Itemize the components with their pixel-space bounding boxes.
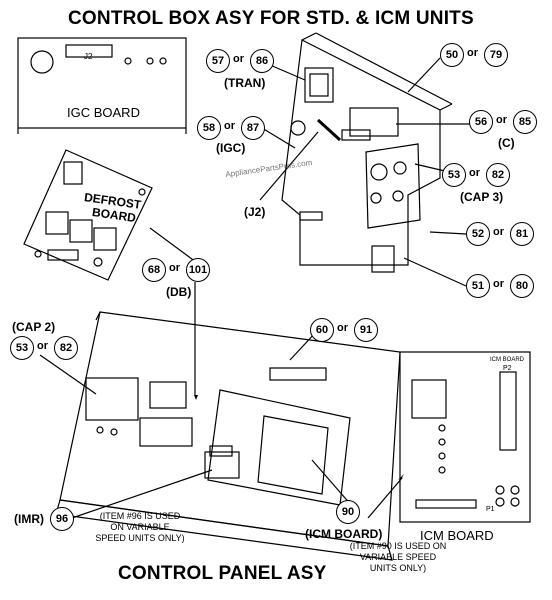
callout-56: 56 (469, 110, 493, 134)
callout-82-cap2: 82 (54, 336, 78, 360)
defrost-board-mounted (139, 417, 193, 447)
icm-board-detail (399, 351, 531, 523)
callout-51: 51 (466, 274, 490, 298)
control-box-panel (281, 39, 441, 266)
callout-90: 90 (336, 500, 360, 524)
defrost-board-outline (23, 149, 153, 281)
j2-connector (316, 118, 342, 142)
igc-standoff (290, 120, 306, 136)
icm-board-p1: P1 (486, 506, 495, 513)
callout-label-igc: (IGC) (216, 141, 246, 155)
callout-101: 101 (186, 258, 210, 282)
panel-slot (269, 367, 327, 381)
callout-label-db: (DB) (166, 285, 192, 299)
callout-label-cap2: (CAP 2) (12, 320, 56, 334)
capacitor-bracket (365, 143, 421, 229)
callout-82: 82 (486, 163, 510, 187)
imr-note-3: SPEED UNITS ONLY) (95, 533, 185, 543)
callout-label-tran: (TRAN) (224, 76, 266, 90)
callout-label-cap3: (CAP 3) (460, 190, 504, 204)
callout-label-c: (C) (498, 136, 515, 150)
capacitor-2 (85, 377, 139, 421)
callout-68: 68 (142, 258, 166, 282)
callout-or: or (493, 278, 504, 290)
callout-80: 80 (510, 274, 534, 298)
imr-label: (IMR) (14, 512, 44, 526)
igc-component (30, 50, 54, 74)
icm-board-mounted (207, 389, 351, 506)
callout-96: 96 (50, 507, 74, 531)
callout-58: 58 (197, 116, 221, 140)
callout-86: 86 (250, 49, 274, 73)
callout-52: 52 (466, 222, 490, 246)
igc-connector (65, 44, 113, 58)
callout-or: or (469, 167, 480, 179)
callout-87: 87 (241, 116, 265, 140)
callout-or: or (37, 340, 48, 352)
callout-or: or (169, 262, 180, 274)
icm-note-2: VARIABLE SPEED (359, 552, 437, 562)
callout-or: or (467, 47, 478, 59)
callout-or: or (224, 120, 235, 132)
callout-79: 79 (484, 43, 508, 67)
callout-53-cap2: 53 (10, 336, 34, 360)
callout-53: 53 (442, 163, 466, 187)
panel-component (149, 381, 187, 409)
j2-label: (J2) (244, 205, 266, 219)
icm-board-top-text: ICM BOARD (490, 357, 525, 363)
imr-note-1: (ITEM #96 IS USED (99, 511, 181, 521)
imr-note-2: ON VARIABLE (110, 522, 170, 532)
callout-or: or (496, 114, 507, 126)
igc-j2-label: J2 (84, 52, 93, 61)
icm-note-3: UNITS ONLY) (369, 563, 427, 573)
callout-85: 85 (513, 110, 537, 134)
bottom-title: CONTROL PANEL ASY (118, 563, 327, 584)
icm-note-1: (ITEM #90 IS USED ON (349, 541, 447, 551)
icm-callout-label: (ICM BOARD) (305, 527, 383, 541)
icm-board-p2: P2 (503, 365, 512, 372)
igc-board-label: IGC BOARD (67, 105, 140, 120)
callout-57: 57 (206, 49, 230, 73)
igc-board-outline (17, 37, 187, 129)
callout-60: 60 (310, 318, 334, 342)
callout-50: 50 (440, 43, 464, 67)
transformer (304, 67, 334, 103)
callout-91: 91 (354, 318, 378, 342)
callout-or: or (233, 53, 244, 65)
imr-relay (204, 451, 240, 479)
top-title: CONTROL BOX ASY FOR STD. & ICM UNITS (68, 8, 474, 29)
callout-or: or (493, 226, 504, 238)
callout-or: or (337, 322, 348, 334)
contactor (349, 107, 399, 137)
icm-board-label: ICM BOARD (420, 528, 494, 543)
callout-81: 81 (510, 222, 534, 246)
